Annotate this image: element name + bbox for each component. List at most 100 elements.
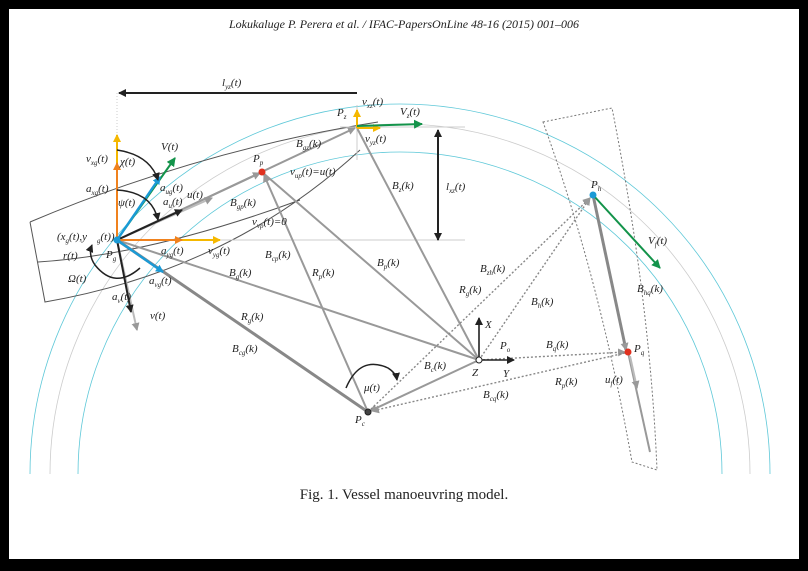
label-tail: (t)=u(t) bbox=[302, 166, 336, 178]
label-v-f: Vf(t) bbox=[648, 235, 667, 249]
label-subscript: f bbox=[655, 241, 658, 249]
label-main: v bbox=[362, 96, 367, 108]
label-a-vg: avg(t) bbox=[149, 275, 172, 289]
point-pq bbox=[624, 348, 632, 356]
label-p-p: Pp bbox=[252, 153, 264, 167]
label-tail: (k) bbox=[387, 257, 400, 269]
label-main: B bbox=[230, 197, 237, 209]
label-main: R bbox=[554, 376, 562, 388]
label-subscript: o bbox=[507, 346, 511, 354]
label-subscript: q bbox=[553, 345, 557, 353]
label-subscript: vp bbox=[257, 222, 264, 230]
label-z: Z bbox=[472, 367, 479, 379]
label-tail: (k) bbox=[322, 267, 335, 279]
label-tail: (t) bbox=[376, 133, 387, 145]
label-subscript: ug bbox=[166, 188, 174, 196]
line-bcp bbox=[356, 127, 480, 361]
label-subscript: xz bbox=[366, 102, 373, 110]
chi-angle-arc bbox=[116, 149, 160, 181]
label-main: (x bbox=[57, 231, 66, 243]
label-main: Y bbox=[503, 368, 511, 380]
label-v-vp: vvp(t)=0 bbox=[252, 216, 287, 230]
Vf-vector bbox=[592, 194, 661, 269]
label-main: v bbox=[252, 216, 257, 228]
label-subscript: yg bbox=[212, 251, 220, 259]
label-main: χ(t) bbox=[119, 156, 136, 168]
label-x: X bbox=[484, 319, 493, 331]
label-l-yz: lyz(t) bbox=[222, 77, 242, 91]
gray-range-circle bbox=[49, 123, 751, 474]
label-tail: (t),y bbox=[69, 231, 87, 243]
label-main: V bbox=[648, 235, 656, 247]
label-main: a bbox=[149, 275, 155, 287]
label-main: P bbox=[499, 340, 507, 352]
label-tail: (t)) bbox=[101, 231, 115, 243]
label-main: B bbox=[229, 267, 236, 279]
label-p-q: Pq bbox=[633, 343, 645, 357]
point-z bbox=[475, 356, 483, 364]
label-subscript: gz bbox=[303, 144, 310, 152]
label-tail: (t) bbox=[220, 245, 231, 257]
label-main: a bbox=[86, 183, 92, 195]
label-main: B bbox=[392, 180, 399, 192]
label-b-zh: Bzh(k) bbox=[480, 263, 506, 277]
label-subscript: z bbox=[398, 186, 402, 194]
label-subscript: xg bbox=[90, 159, 98, 167]
label-tail: (k) bbox=[469, 284, 482, 296]
Vz-vector bbox=[356, 119, 423, 129]
label-a-v: av(t) bbox=[112, 291, 131, 305]
label-v-yg: vyg(t) bbox=[208, 245, 230, 259]
label-u: u(t) bbox=[187, 189, 203, 201]
label-main: V(t) bbox=[161, 141, 178, 153]
mu-angle-arc bbox=[345, 363, 400, 389]
label-subscript: g bbox=[236, 273, 240, 281]
label-p-h: Ph bbox=[590, 179, 602, 193]
label-tail: (k) bbox=[278, 249, 291, 261]
label-main: a bbox=[160, 182, 166, 194]
label-tail: (t) bbox=[455, 181, 466, 193]
label-tail: (k) bbox=[434, 360, 447, 372]
label-a-u: au(t) bbox=[163, 196, 183, 210]
label-subscript: h bbox=[538, 302, 542, 310]
label-r: r(t) bbox=[63, 250, 78, 262]
label-tail: (k) bbox=[245, 343, 258, 355]
label-tail: (t) bbox=[173, 182, 184, 194]
own-vessel-hull bbox=[29, 121, 379, 303]
label-tail: (k) bbox=[651, 283, 664, 295]
label-subscript: p bbox=[383, 263, 388, 271]
line-bhq bbox=[591, 194, 629, 351]
label-main: r(t) bbox=[63, 250, 78, 262]
label-main: B bbox=[480, 263, 487, 275]
label-subscript: z bbox=[343, 113, 347, 121]
label-main: R bbox=[458, 284, 466, 296]
point-pp bbox=[258, 168, 266, 176]
label-p-g: Pg bbox=[105, 249, 117, 263]
label-tail: (k) bbox=[239, 267, 252, 279]
uf-vector bbox=[629, 355, 640, 389]
label-r-g2: Rg(k) bbox=[458, 284, 482, 298]
label-tail: (t) bbox=[373, 96, 384, 108]
label-main: B bbox=[546, 339, 553, 351]
label-mu: μ(t) bbox=[363, 382, 380, 394]
au-vector bbox=[116, 209, 183, 241]
label-p-c: Pc bbox=[354, 414, 366, 428]
label-subscript: cq bbox=[490, 395, 497, 403]
label-b-c: Bc(k) bbox=[424, 360, 446, 374]
label-main: X bbox=[484, 319, 493, 331]
label-main: v(t) bbox=[150, 310, 166, 322]
label-subscript: zh bbox=[486, 269, 494, 277]
avg-vector bbox=[116, 239, 164, 273]
label-main: P bbox=[105, 249, 113, 261]
label-u-f: uf(t) bbox=[605, 374, 623, 388]
label-b-g: Bg(k) bbox=[229, 267, 252, 281]
label-main: P bbox=[336, 107, 344, 119]
vessel-manoeuvring-figure: lyz(t)lxz(t)vxz(t)Vz(t)vyz(t)PzPpPgPhPqP… bbox=[29, 77, 771, 474]
label-main: v bbox=[365, 133, 370, 145]
dotted-rg bbox=[367, 197, 591, 413]
label-tail: (k) bbox=[244, 197, 257, 209]
label-v-xg: vxg(t) bbox=[86, 153, 108, 167]
label-main: u bbox=[605, 374, 611, 386]
omega-rotation-arc bbox=[85, 244, 141, 279]
label-main: v bbox=[86, 153, 91, 165]
label-main: R bbox=[311, 267, 319, 279]
